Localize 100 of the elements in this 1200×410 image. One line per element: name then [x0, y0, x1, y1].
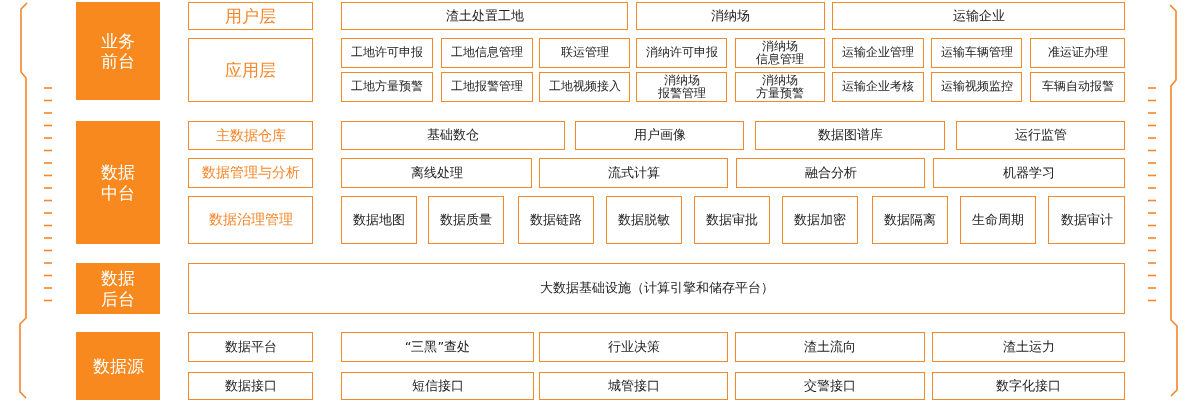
module-label: “三黑”查处: [404, 339, 471, 355]
module-label: 数据隔离: [884, 212, 936, 228]
module-label: 数字化接口: [996, 378, 1061, 394]
module-label: 消纳场方量预警: [756, 73, 804, 101]
module-box: [782, 196, 858, 244]
module-label: 短信接口: [411, 378, 464, 394]
module-box: [606, 196, 682, 244]
module-label: 渣土处置工地: [445, 8, 524, 24]
module-box: [188, 263, 1125, 314]
module-label: 消纳场信息管理: [756, 39, 804, 67]
module-box: [518, 196, 594, 244]
module-label: 融合分析: [804, 165, 857, 181]
module-box: [636, 38, 727, 68]
module-box: [832, 2, 1125, 30]
module-label: 生命周期: [972, 212, 1024, 228]
section-header: [76, 2, 160, 100]
module-label: 准运证办理: [1047, 46, 1108, 60]
module-label: 数据审批: [706, 212, 758, 228]
module-label: 工地视频接入: [548, 80, 621, 94]
module-label: 数据脱敏: [618, 212, 670, 228]
module-box: [539, 72, 630, 102]
module-label: 大数据基础设施（计算引擎和储存平台）: [539, 281, 774, 296]
module-box: [932, 332, 1125, 362]
module-box: [931, 38, 1022, 68]
module-label: 数据质量: [440, 212, 492, 228]
module-box: [1048, 196, 1125, 244]
module-box: [575, 121, 744, 150]
module-box: [636, 72, 727, 102]
module-label: 数据图谱库: [817, 128, 883, 143]
layer-label-box: [188, 121, 313, 150]
module-label: 数据链路: [530, 212, 582, 228]
module-box: [341, 2, 628, 30]
module-label: 数据审计: [1060, 212, 1113, 228]
module-box: [735, 72, 825, 102]
module-box: [956, 121, 1125, 150]
module-box: [872, 196, 948, 244]
module-label: 城管接口: [607, 378, 660, 394]
layer-title: 主数据仓库: [215, 126, 286, 145]
module-label: 行业决策: [607, 339, 660, 355]
module-label: 运输视频监控: [940, 80, 1013, 94]
module-box: [188, 372, 313, 400]
layer-title: 用户层: [225, 4, 276, 28]
module-label: 运输车辆管理: [940, 46, 1013, 60]
section-header: [76, 121, 160, 244]
module-box: [636, 2, 825, 30]
module-box: [933, 158, 1125, 188]
layer-label-box: [188, 196, 313, 244]
module-label: 机器学习: [1003, 165, 1055, 181]
section-title: 业务前台: [100, 30, 136, 72]
module-label: 离线处理: [410, 165, 463, 181]
module-box: [832, 38, 924, 68]
module-label: 流式计算: [607, 165, 660, 181]
module-label: 数据平台: [224, 339, 277, 355]
section-title: 数据源: [92, 355, 144, 377]
layer-label-box: [188, 2, 313, 30]
module-label: 联运管理: [560, 46, 609, 60]
layer-title: 数据治理管理: [208, 211, 293, 229]
module-label: 工地信息管理: [451, 46, 523, 60]
module-label: 渣土流向: [804, 339, 856, 355]
module-box: [341, 121, 565, 150]
layer-title: 数据管理与分析: [201, 164, 300, 182]
module-label: 数据接口: [224, 378, 277, 394]
layer-label-box: [188, 38, 313, 102]
module-label: 运行监管: [1014, 128, 1067, 143]
module-label: 交警接口: [804, 378, 856, 394]
module-box: [341, 38, 433, 68]
module-label: 渣土运力: [1002, 339, 1055, 355]
module-box: [1030, 72, 1125, 102]
module-label: 运输企业考核: [842, 80, 914, 94]
module-box: [341, 196, 417, 244]
module-box: [539, 372, 728, 400]
module-label: 工地许可申报: [351, 46, 423, 60]
layer-title: 应用层: [225, 58, 276, 82]
module-label: 消纳场报警管理: [657, 73, 706, 101]
module-label: 车辆自动报警: [1041, 80, 1114, 94]
module-label: 基础数仓: [427, 128, 479, 143]
section-title: 数据后台: [100, 268, 136, 309]
module-box: [441, 72, 533, 102]
module-box: [960, 196, 1036, 244]
section-header: [76, 332, 160, 400]
module-box: [341, 332, 534, 362]
module-box: [341, 372, 534, 400]
module-box: [341, 158, 532, 188]
module-box: [755, 121, 945, 150]
module-label: 工地报警管理: [451, 80, 523, 94]
module-label: 消纳场: [711, 8, 750, 24]
module-box: [539, 158, 728, 188]
module-box: [735, 332, 925, 362]
section-header: [76, 263, 160, 314]
module-box: [932, 372, 1125, 400]
module-label: 运输企业: [952, 8, 1005, 24]
module-box: [441, 38, 533, 68]
module-box: [735, 38, 825, 68]
module-box: [694, 196, 770, 244]
module-box: [428, 196, 504, 244]
section-title: 数据中台: [100, 162, 136, 203]
module-label: 工地方量预警: [351, 80, 423, 94]
module-box: [188, 332, 313, 362]
module-box: [539, 38, 630, 68]
module-box: [832, 72, 924, 102]
